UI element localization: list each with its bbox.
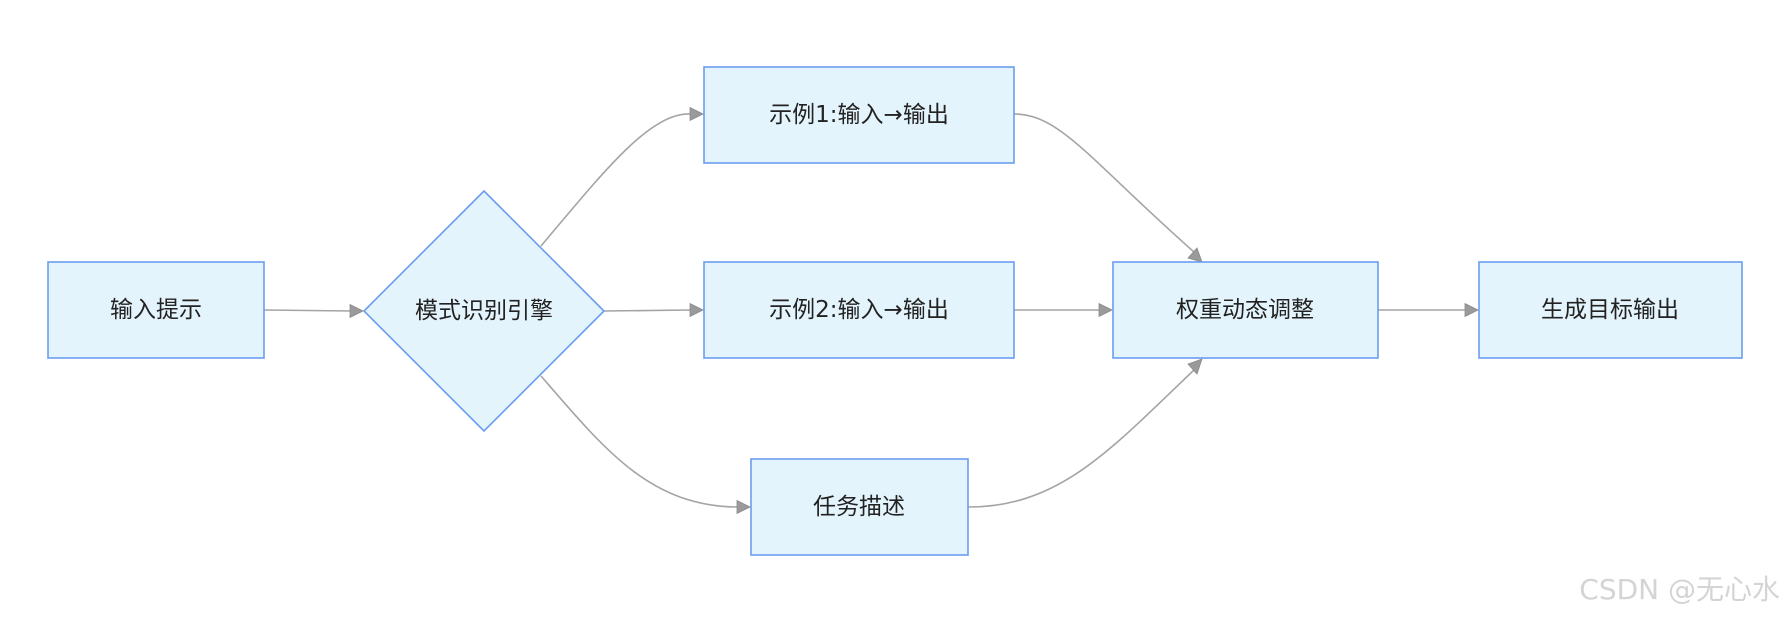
arrowhead-engine-in [349, 303, 364, 319]
edge-engine-to-task [540, 375, 738, 508]
arrowhead-weight-top-in [1187, 247, 1203, 263]
node-weight-adjust: 权重动态调整 [1112, 261, 1379, 359]
node-pattern-engine-label: 模式识别引擎 [415, 298, 553, 324]
edge-engine-to-example1 [540, 113, 691, 247]
node-weight-adjust-label: 权重动态调整 [1176, 297, 1314, 323]
arrowhead-example2-in [689, 302, 704, 318]
edge-input-to-engine [263, 309, 353, 312]
node-task-description-label: 任务描述 [813, 494, 905, 520]
node-example1: 示例1:输入→输出 [703, 66, 1015, 164]
node-example2-label: 示例2:输入→输出 [769, 297, 949, 323]
edge-task-to-weight [967, 369, 1195, 508]
node-pattern-engine: 模式识别引擎 [362, 189, 606, 433]
watermark: CSDN @无心水 [1579, 573, 1780, 606]
node-example2: 示例2:输入→输出 [703, 261, 1015, 359]
node-task-description: 任务描述 [750, 458, 969, 556]
node-generate-output: 生成目标输出 [1478, 261, 1743, 359]
arrowhead-task-in [736, 499, 751, 515]
node-input-prompt: 输入提示 [47, 261, 265, 359]
arrowhead-output-in [1464, 302, 1479, 318]
node-input-prompt-label: 输入提示 [110, 297, 202, 323]
node-example1-label: 示例1:输入→输出 [769, 102, 949, 128]
node-generate-output-label: 生成目标输出 [1541, 297, 1679, 323]
edge-example1-to-weight [1013, 113, 1195, 253]
edges [263, 106, 1479, 515]
arrowhead-weight-bottom-in [1187, 358, 1203, 375]
arrowhead-example1-in [689, 106, 704, 122]
edge-engine-to-example2 [603, 309, 691, 312]
arrowhead-weight-left-in [1098, 302, 1113, 318]
